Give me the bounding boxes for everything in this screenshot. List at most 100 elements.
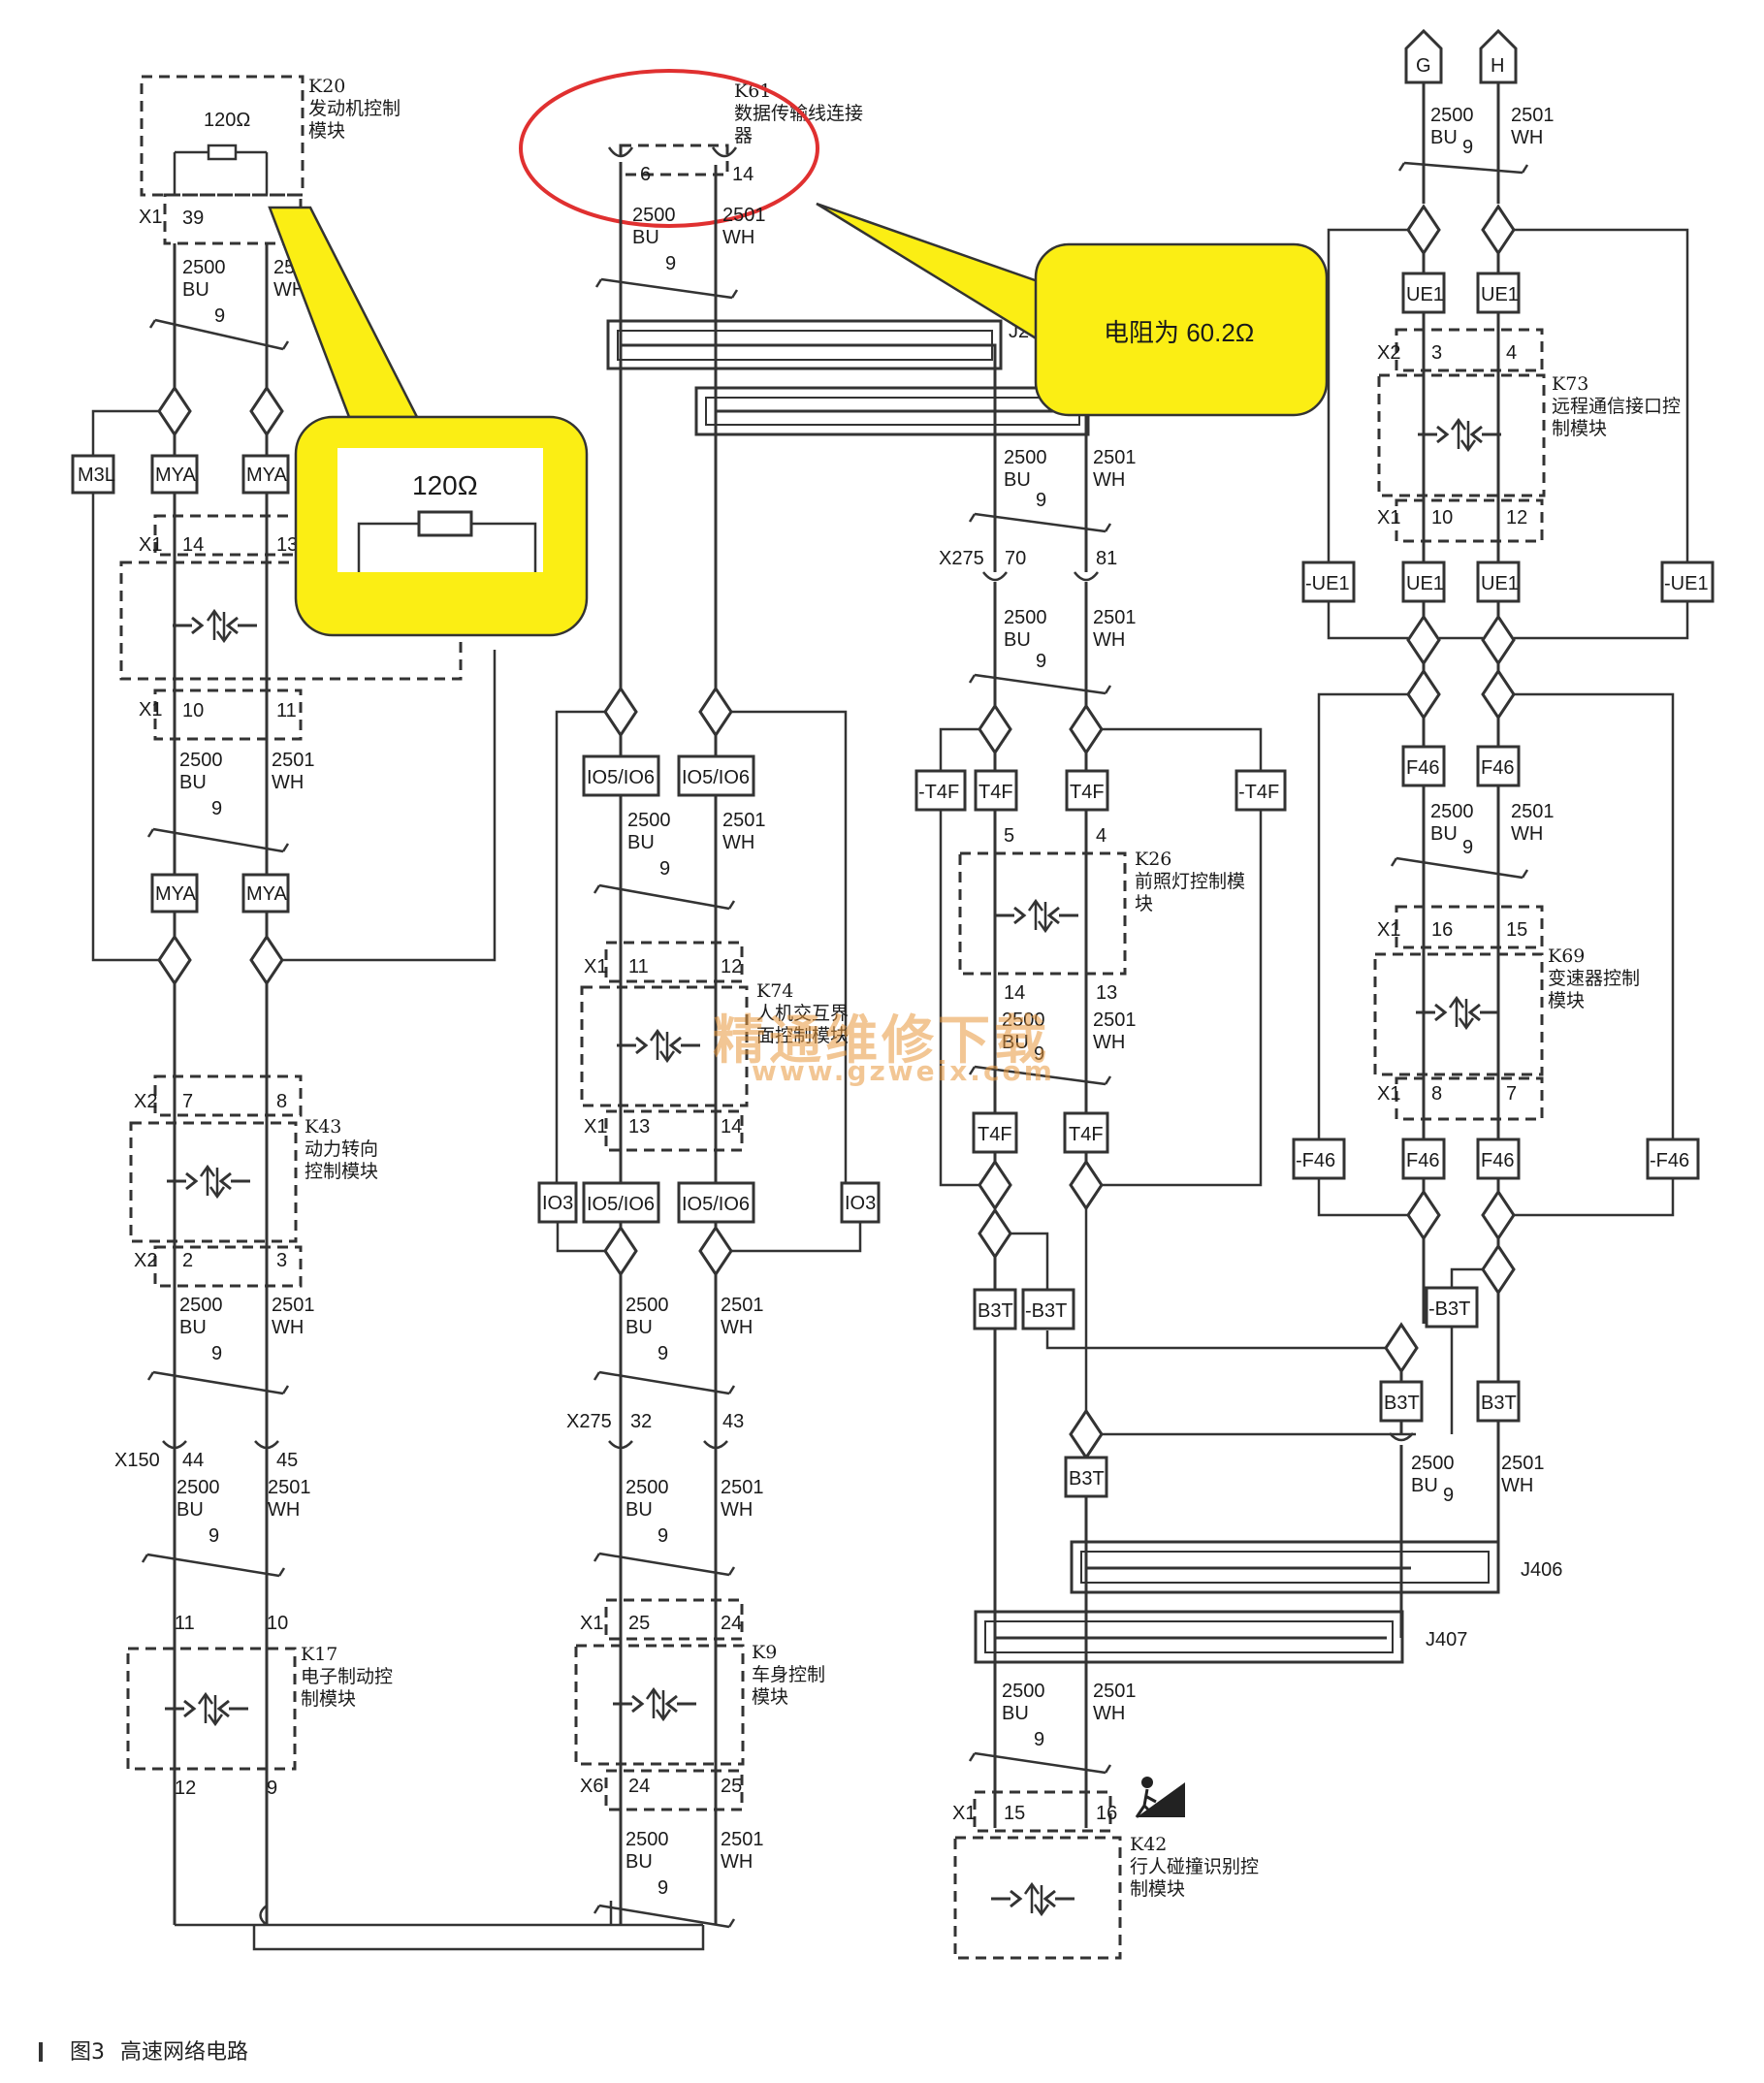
pin: 11 [276, 700, 297, 721]
svg-text:9: 9 [1462, 837, 1473, 858]
splice-b3t [1379, 1380, 1424, 1423]
svg-text:-F46: -F46 [1296, 1150, 1335, 1171]
pin: 81 [1096, 548, 1117, 569]
pin: 2 [182, 1250, 193, 1271]
k17-brake-control-module [126, 1647, 297, 1771]
svg-text:BU: BU [625, 1317, 653, 1338]
svg-text:-B3T: -B3T [1428, 1298, 1470, 1320]
svg-text:WH: WH [722, 227, 754, 248]
x1-label: X1 [584, 1116, 607, 1138]
svg-text:9: 9 [1443, 1485, 1454, 1506]
svg-text:WH: WH [1511, 823, 1543, 845]
terminal-h: H [1479, 28, 1518, 84]
k61-dlc-connector: 6 14 K61 数据传输线连接 器 [607, 80, 863, 185]
highlight-circle [519, 69, 819, 228]
svg-text:T4F: T4F [1069, 1124, 1104, 1145]
k69-id: K69 [1548, 945, 1585, 967]
x6-label: X6 [580, 1776, 603, 1797]
pin: 13 [276, 534, 298, 556]
splice-neg-t4f [1235, 769, 1287, 812]
splice-neg-b3t [1425, 1286, 1479, 1329]
measurement-callout: 电阻为 60.2Ω [816, 202, 1329, 417]
svg-text:BU: BU [1002, 1032, 1029, 1053]
k73-telematics-module [1377, 373, 1546, 497]
svg-text:2500: 2500 [625, 1477, 669, 1498]
x150-label: X150 [114, 1450, 160, 1471]
svg-text:2501: 2501 [272, 1295, 315, 1316]
splice-io5-io6 [582, 1181, 660, 1224]
pin: 45 [276, 1450, 298, 1471]
k69-transmission-module [1373, 952, 1544, 1076]
splice-mya [150, 454, 199, 495]
k26-name-line2: 块 [1135, 893, 1153, 914]
svg-text:BU: BU [632, 227, 659, 248]
svg-text:UE1: UE1 [1481, 284, 1519, 305]
k73-name-line2: 制模块 [1552, 418, 1607, 439]
splice-neg-t4f [914, 769, 967, 812]
svg-text:2501: 2501 [268, 1477, 311, 1498]
splice-t4f [972, 1111, 1018, 1154]
k61-name-line1: 数据传输线连接 [734, 103, 863, 124]
svg-text:2501: 2501 [1093, 1681, 1137, 1702]
svg-text:IO5/IO6: IO5/IO6 [682, 1194, 750, 1215]
svg-text:F46: F46 [1481, 1150, 1514, 1171]
wire-label: 2500 BU 9 2501 WH [176, 1477, 311, 1547]
svg-text:IO3: IO3 [845, 1193, 876, 1214]
splice-b3t [1476, 1380, 1521, 1423]
pin: 12 [721, 956, 742, 977]
k17-name-line2: 制模块 [301, 1688, 356, 1710]
splice-f46 [1401, 745, 1446, 787]
x275-label: X275 [939, 548, 984, 569]
svg-text:2500: 2500 [1430, 801, 1474, 822]
svg-text:2500: 2500 [182, 257, 226, 278]
pin: 13 [1096, 982, 1117, 1004]
wire-label: 2500 BU 9 2501 WH [625, 1477, 764, 1547]
caption-bar [39, 2042, 43, 2062]
svg-text:9: 9 [659, 858, 670, 880]
svg-text:9: 9 [1036, 651, 1046, 672]
pin: 6 [640, 164, 651, 185]
pin: 8 [1431, 1083, 1442, 1105]
svg-text:G: G [1416, 55, 1431, 77]
svg-text:BU: BU [179, 1317, 207, 1338]
svg-text:B3T: B3T [1481, 1393, 1517, 1414]
svg-text:9: 9 [657, 1343, 668, 1364]
wire-label: 2500 BU 9 2501 WH [1004, 607, 1137, 672]
svg-text:-F46: -F46 [1650, 1150, 1689, 1171]
wire-label: 2500 BU 9 2501 WH [179, 1295, 315, 1364]
pin: 8 [276, 1091, 287, 1112]
svg-text:BU: BU [179, 772, 207, 793]
pedestrian-warning-icon [1130, 1775, 1186, 1821]
pin: 4 [1096, 825, 1107, 847]
svg-text:2501: 2501 [721, 1829, 764, 1850]
svg-text:F46: F46 [1406, 757, 1439, 779]
k69-name-line1: 变速器控制 [1548, 968, 1640, 989]
svg-text:2501: 2501 [1093, 607, 1137, 628]
pin: 14 [182, 534, 204, 556]
pin: 15 [1506, 919, 1527, 941]
splice-io5-io6 [582, 754, 660, 797]
k43-name-line1: 动力转向 [305, 1138, 378, 1160]
splice-b3t [1064, 1456, 1108, 1498]
termination-resistor [207, 144, 238, 161]
svg-text:IO5/IO6: IO5/IO6 [587, 1194, 655, 1215]
svg-text:WH: WH [1093, 1703, 1125, 1724]
splice-ue1 [1401, 561, 1446, 603]
k26-id: K26 [1135, 849, 1171, 870]
k20-engine-control-module: 120Ω K20 发动机控制 模块 [140, 75, 401, 197]
svg-text:9: 9 [657, 1877, 668, 1899]
k26-headlamp-module [958, 851, 1127, 976]
can-transceiver-icon [617, 1028, 700, 1064]
svg-text:-T4F: -T4F [918, 782, 959, 803]
pin: 25 [721, 1776, 742, 1797]
svg-text:WH: WH [1093, 469, 1125, 491]
svg-text:WH: WH [722, 832, 754, 853]
x1-label: X1 [1377, 507, 1400, 529]
svg-text:-UE1: -UE1 [1305, 573, 1350, 594]
k74-name-line2: 面控制模块 [756, 1025, 849, 1046]
svg-text:2501: 2501 [1093, 447, 1137, 468]
wire-label: 2500 BU 9 2501 WH [179, 750, 315, 819]
svg-text:WH: WH [721, 1317, 753, 1338]
svg-text:2500: 2500 [1004, 607, 1047, 628]
